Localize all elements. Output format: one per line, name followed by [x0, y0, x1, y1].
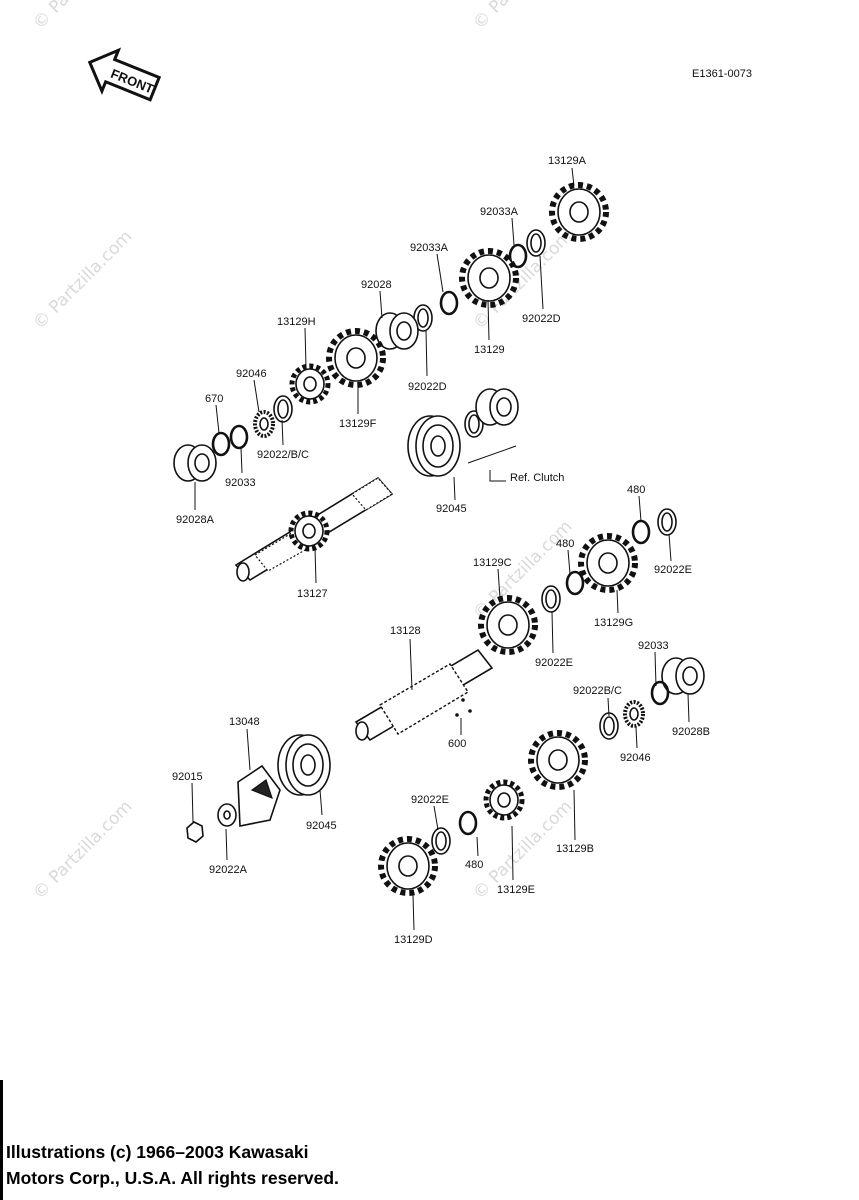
label-13129H: 13129H — [277, 316, 316, 328]
left-margin-rule — [0, 1080, 3, 1200]
copyright-notice: Illustrations (c) 1966–2003 Kawasaki Mot… — [6, 1139, 339, 1191]
circlip-480-top — [631, 519, 651, 545]
label-92033-top: 92033 — [225, 477, 256, 489]
nut-92015 — [186, 821, 204, 843]
gear-13129A — [552, 185, 606, 239]
needle-bearing-92046-right — [623, 700, 645, 728]
bearing-92045 — [277, 734, 331, 796]
gear-13129G — [581, 536, 635, 590]
shaft-13127 — [234, 476, 394, 582]
ref-clutch-note: Ref. Clutch — [510, 472, 564, 484]
gear-13129E — [486, 782, 522, 818]
upper-gear-group — [173, 185, 606, 482]
circlip-92033-top — [229, 424, 249, 450]
label-13048: 13048 — [229, 716, 260, 728]
label-92045-top: 92045 — [436, 503, 467, 515]
label-13129A: 13129A — [548, 155, 587, 167]
circlip-92033-right — [650, 680, 670, 706]
copyright-line-2: Motors Corp., U.S.A. All rights reserved… — [6, 1168, 339, 1188]
collar-92028A — [173, 444, 217, 482]
label-13128: 13128 — [390, 625, 421, 637]
watermark: © Partzilla.com — [29, 797, 136, 904]
washer-92022E-right — [657, 508, 677, 536]
gear-13129F — [329, 331, 383, 385]
part-labels: 13129A 92033A 92033A 92028 13129H 92022D… — [172, 155, 710, 946]
washer-92022BC-top — [273, 395, 293, 423]
copyright-line-1: Illustrations (c) 1966–2003 Kawasaki — [6, 1142, 309, 1162]
watermark: © Partzilla.com — [29, 0, 136, 34]
label-480-top: 480 — [627, 484, 645, 496]
gear-13129C — [481, 598, 535, 652]
label-13129: 13129 — [474, 344, 505, 356]
label-92046-top: 92046 — [236, 368, 267, 380]
label-13129E: 13129E — [497, 884, 535, 896]
label-92022E-low: 92022E — [411, 794, 449, 806]
label-92022BC-top: 92022/B/C — [257, 449, 309, 461]
ring-670 — [211, 431, 231, 457]
label-480-mid: 480 — [556, 538, 574, 550]
watermark: © Partzilla.com — [469, 0, 576, 34]
circlip-92033A — [439, 290, 459, 316]
label-92028A: 92028A — [176, 514, 215, 526]
watermark: © Partzilla.com — [29, 227, 136, 334]
label-92033-right: 92033 — [638, 640, 669, 652]
label-92033A-top: 92033A — [480, 206, 519, 218]
leader-lines — [191, 167, 690, 931]
washer-92022BC-right — [599, 712, 619, 740]
label-92022A: 92022A — [209, 864, 248, 876]
label-13129C: 13129C — [473, 557, 512, 569]
label-92046-right: 92046 — [620, 752, 651, 764]
needle-bearing-92046-top — [253, 410, 275, 438]
bearing-92045-top — [407, 415, 461, 477]
washer-92022D-right — [526, 229, 546, 257]
label-92022BC-right: 92022B/C — [573, 685, 622, 697]
washer-92022E-mid — [541, 585, 561, 613]
circlip-480-low — [458, 810, 478, 836]
label-670: 670 — [205, 393, 223, 405]
gear-13129H — [292, 366, 328, 402]
gear-13129D — [381, 839, 435, 893]
circlip-480-mid — [565, 570, 585, 596]
label-600: 600 — [448, 738, 466, 750]
gear-13129B — [531, 733, 585, 787]
label-92022E-right: 92022E — [654, 564, 692, 576]
left-lower-group — [186, 734, 331, 843]
label-13129F: 13129F — [339, 418, 377, 430]
gear-13129 — [462, 251, 516, 305]
label-92028B: 92028B — [672, 726, 710, 738]
shaft-13127-gear — [291, 513, 327, 549]
label-13129D: 13129D — [394, 934, 433, 946]
label-92033A: 92033A — [410, 242, 449, 254]
shaft-13128 — [354, 648, 494, 742]
label-480-low: 480 — [465, 859, 483, 871]
label-92022D-right: 92022D — [522, 313, 561, 325]
label-92045: 92045 — [306, 820, 337, 832]
label-92022D: 92022D — [408, 381, 447, 393]
sprocket-13048 — [237, 764, 281, 827]
label-92028: 92028 — [361, 279, 392, 291]
front-arrow: FRONT — [87, 47, 162, 102]
label-13129G: 13129G — [594, 617, 633, 629]
label-92015: 92015 — [172, 771, 203, 783]
collar-clutch — [475, 388, 519, 426]
label-13127: 13127 — [297, 588, 328, 600]
label-92022E-mid: 92022E — [535, 657, 573, 669]
label-13129B: 13129B — [556, 843, 594, 855]
washer-92022E-low — [431, 827, 451, 855]
diagram-code: E1361-0073 — [692, 68, 752, 80]
